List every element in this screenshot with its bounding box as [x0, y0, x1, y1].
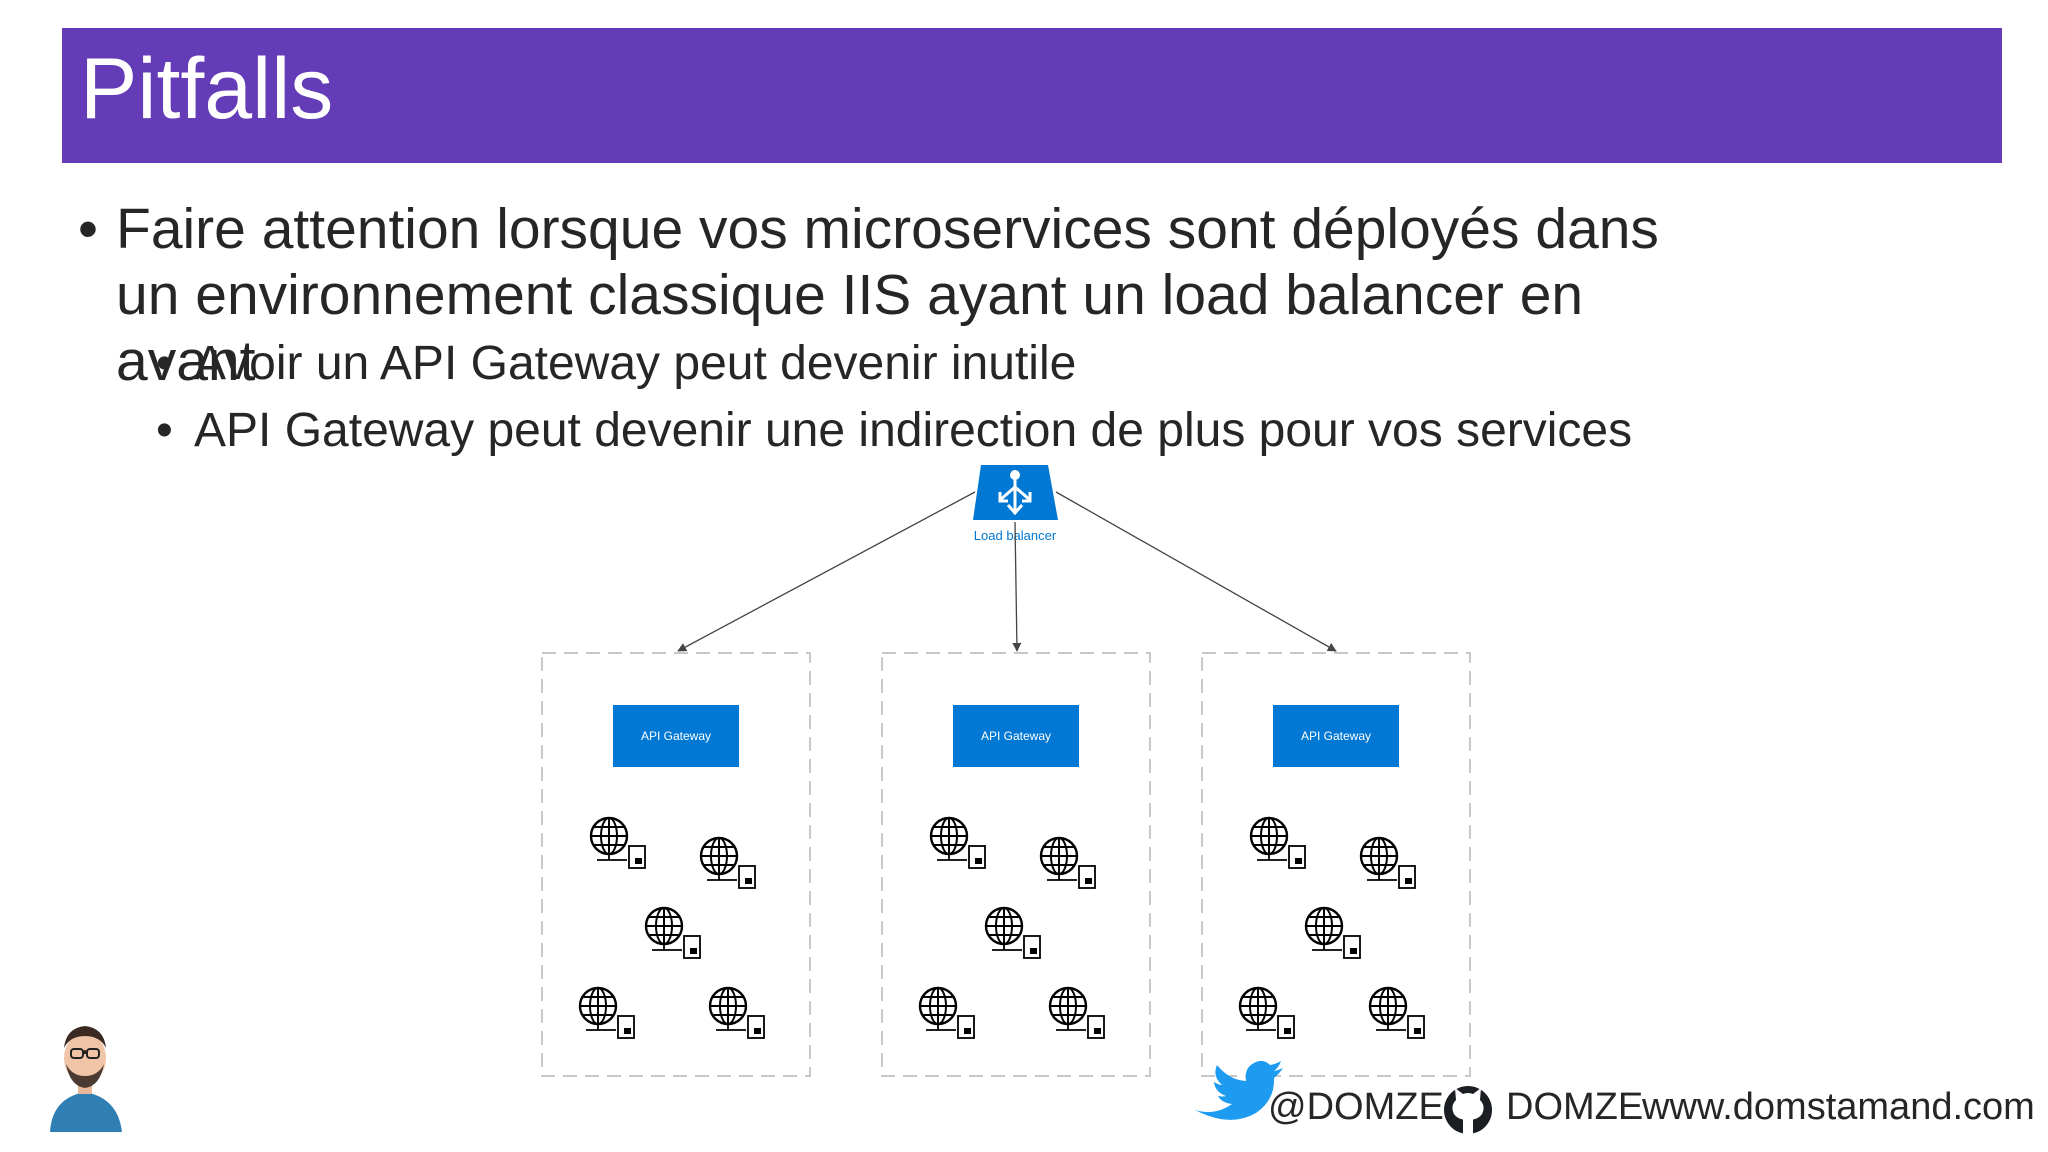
globe-server-icon — [1368, 986, 1426, 1040]
server-group-border — [881, 652, 1151, 1077]
sub-bullet-text: Avoir un API Gateway peut devenir inutil… — [194, 337, 1077, 390]
globe-server-icon — [1048, 986, 1106, 1040]
avatar — [50, 1026, 122, 1132]
api-gateway-box — [953, 705, 1079, 767]
globe-server-icon — [699, 836, 757, 890]
sub-bullet: • API Gateway peut devenir une indirecti… — [156, 402, 1756, 460]
load-balancer-glyph — [998, 470, 1032, 516]
arrow-to-server-2 — [1012, 521, 1022, 652]
github-icon[interactable] — [1444, 1086, 1492, 1134]
globe-server-icon — [1249, 816, 1307, 870]
globe-server-icon — [644, 906, 702, 960]
main-bullet: • Faire attention lorsque vos microservi… — [78, 196, 1718, 394]
globe-server-icon — [1238, 986, 1296, 1040]
globe-server-icon — [708, 986, 766, 1040]
twitter-icon[interactable] — [1195, 1060, 1283, 1120]
arrow-to-server-3 — [1055, 491, 1337, 652]
sub-bullet: • Avoir un API Gateway peut devenir inut… — [156, 335, 1756, 393]
title-bar: Pitfalls — [62, 28, 2002, 163]
globe-server-icon — [918, 986, 976, 1040]
api-gateway-label: API Gateway — [641, 729, 711, 743]
slide-title: Pitfalls — [80, 41, 334, 137]
api-gateway-label: API Gateway — [1301, 729, 1371, 743]
globe-server-icon — [984, 906, 1042, 960]
globe-server-icon — [578, 986, 636, 1040]
globe-server-icon — [1359, 836, 1417, 890]
bullet-symbol: • — [78, 197, 98, 261]
sub-bullet-text: API Gateway peut devenir une indirection… — [194, 404, 1633, 457]
globe-server-icon — [929, 816, 987, 870]
api-gateway-box — [1273, 705, 1399, 767]
server-group-border — [541, 652, 811, 1077]
server-group: API Gateway — [881, 652, 1151, 1077]
bullet-symbol: • — [156, 337, 173, 390]
arrow-to-server-1 — [677, 491, 976, 652]
server-group: API Gateway — [541, 652, 811, 1077]
globe-server-icon — [1039, 836, 1097, 890]
server-group-border — [1201, 652, 1471, 1077]
main-bullet-text: Faire attention lorsque vos microservice… — [116, 197, 1659, 393]
bullet-symbol: • — [156, 404, 173, 457]
globe-server-icon — [589, 816, 647, 870]
server-group: API Gateway — [1201, 652, 1471, 1077]
api-gateway-box — [613, 705, 739, 767]
globe-server-icon — [1304, 906, 1362, 960]
api-gateway-label: API Gateway — [981, 729, 1051, 743]
